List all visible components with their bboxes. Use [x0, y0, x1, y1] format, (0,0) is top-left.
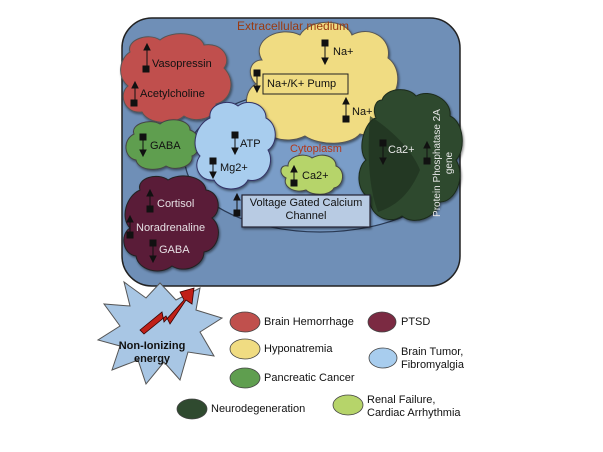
legend-swatch-neurodegeneration — [176, 398, 208, 420]
brain-hemorrhage-cloud — [120, 33, 232, 123]
na-top-label: Na+ — [333, 46, 354, 58]
legend-swatch-pancreatic-cancer — [229, 367, 261, 389]
gaba-upper-label: GABA — [150, 140, 181, 152]
pp2a-label: Protein Phosphatase 2A gene — [432, 98, 458, 228]
mg-label: Mg2+ — [220, 162, 248, 174]
legend-label-ptsd: PTSD — [401, 316, 431, 328]
energy-line-2: energy — [133, 353, 171, 365]
atp-label: ATP — [240, 138, 261, 150]
acetylcholine-label: Acetylcholine — [140, 88, 205, 100]
vgcc-line-1: Voltage Gated Calcium — [249, 197, 363, 209]
non-ionizing-energy-burst — [96, 280, 224, 386]
vgcc-line-2: Channel — [285, 210, 327, 222]
pp2a-line-2: gene — [444, 151, 455, 175]
na-mid-label: Na+ — [352, 106, 373, 118]
pp2a-line-1: Protein Phosphatase 2A — [432, 109, 443, 217]
voltage-gated-channel-box — [241, 194, 371, 228]
legend-swatch-brain-tumor — [368, 347, 398, 369]
lightning-icon — [139, 287, 195, 335]
pump-label: Na+/K+ Pump — [267, 78, 337, 90]
molecule-markers — [126, 39, 431, 264]
legend-swatch-renal-failure — [332, 394, 364, 416]
gaba-lower-label: GABA — [159, 244, 190, 256]
ca-membrane-label: Ca2+ — [388, 144, 415, 156]
voltage-gated-channel-label: Voltage Gated Calcium Channel — [242, 197, 370, 223]
cortisol-label: Cortisol — [157, 198, 195, 210]
cytoplasm-label: Cytoplasm — [290, 143, 342, 155]
ptsd-cloud — [123, 175, 219, 272]
pancreatic-cancer-cloud — [125, 119, 200, 170]
legend-label-brain-tumor: Brain Tumor, Fibromyalgia — [401, 346, 464, 371]
legend-label-brain-hemorrhage: Brain Hemorrhage — [264, 316, 354, 328]
vasopressin-label: Vasopressin — [152, 58, 212, 70]
legend-swatches — [176, 311, 398, 420]
na-k-pump-box — [262, 73, 349, 95]
ca-cytoplasm-label: Ca2+ — [302, 170, 329, 182]
legend-label-hyponatremia: Hyponatremia — [264, 343, 333, 355]
noradrenaline-label: Noradrenaline — [136, 222, 206, 234]
extracellular-medium-label: Extracellular medium — [237, 19, 350, 33]
legend-label-renal-failure: Renal Failure, Cardiac Arrhythmia — [367, 394, 461, 419]
legend-swatch-brain-hemorrhage — [229, 311, 261, 333]
legend-swatch-ptsd — [367, 311, 397, 333]
legend-label-pancreatic-cancer: Pancreatic Cancer — [264, 372, 355, 384]
non-ionizing-energy-label: Non-Ionizing energy — [112, 340, 192, 366]
legend-swatch-hyponatremia — [229, 338, 261, 360]
energy-line-1: Non-Ionizing — [118, 340, 186, 352]
legend-label-neurodegeneration: Neurodegeneration — [211, 403, 306, 415]
